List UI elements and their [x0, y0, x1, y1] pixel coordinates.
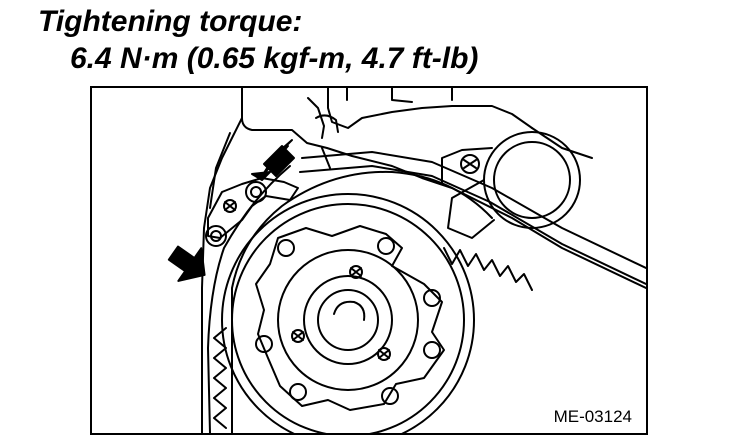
timing-belt [213, 170, 533, 433]
torque-heading: Tightening torque: [38, 5, 303, 38]
sprocket-assembly [221, 193, 475, 433]
technical-illustration: ME-03124 [90, 86, 648, 435]
torque-spec: 6.4 N·m (0.65 kgf-m, 4.7 ft-lb) [70, 42, 479, 75]
engine-housing [201, 88, 646, 433]
bolt-arrow-lower-icon [167, 245, 206, 282]
bolt-arrow-upper-icon [251, 139, 295, 181]
tensioner-bracket [205, 177, 299, 247]
pump-pulley [441, 131, 581, 239]
belt-cover [207, 151, 646, 433]
figure-id-label: ME-03124 [551, 407, 634, 427]
